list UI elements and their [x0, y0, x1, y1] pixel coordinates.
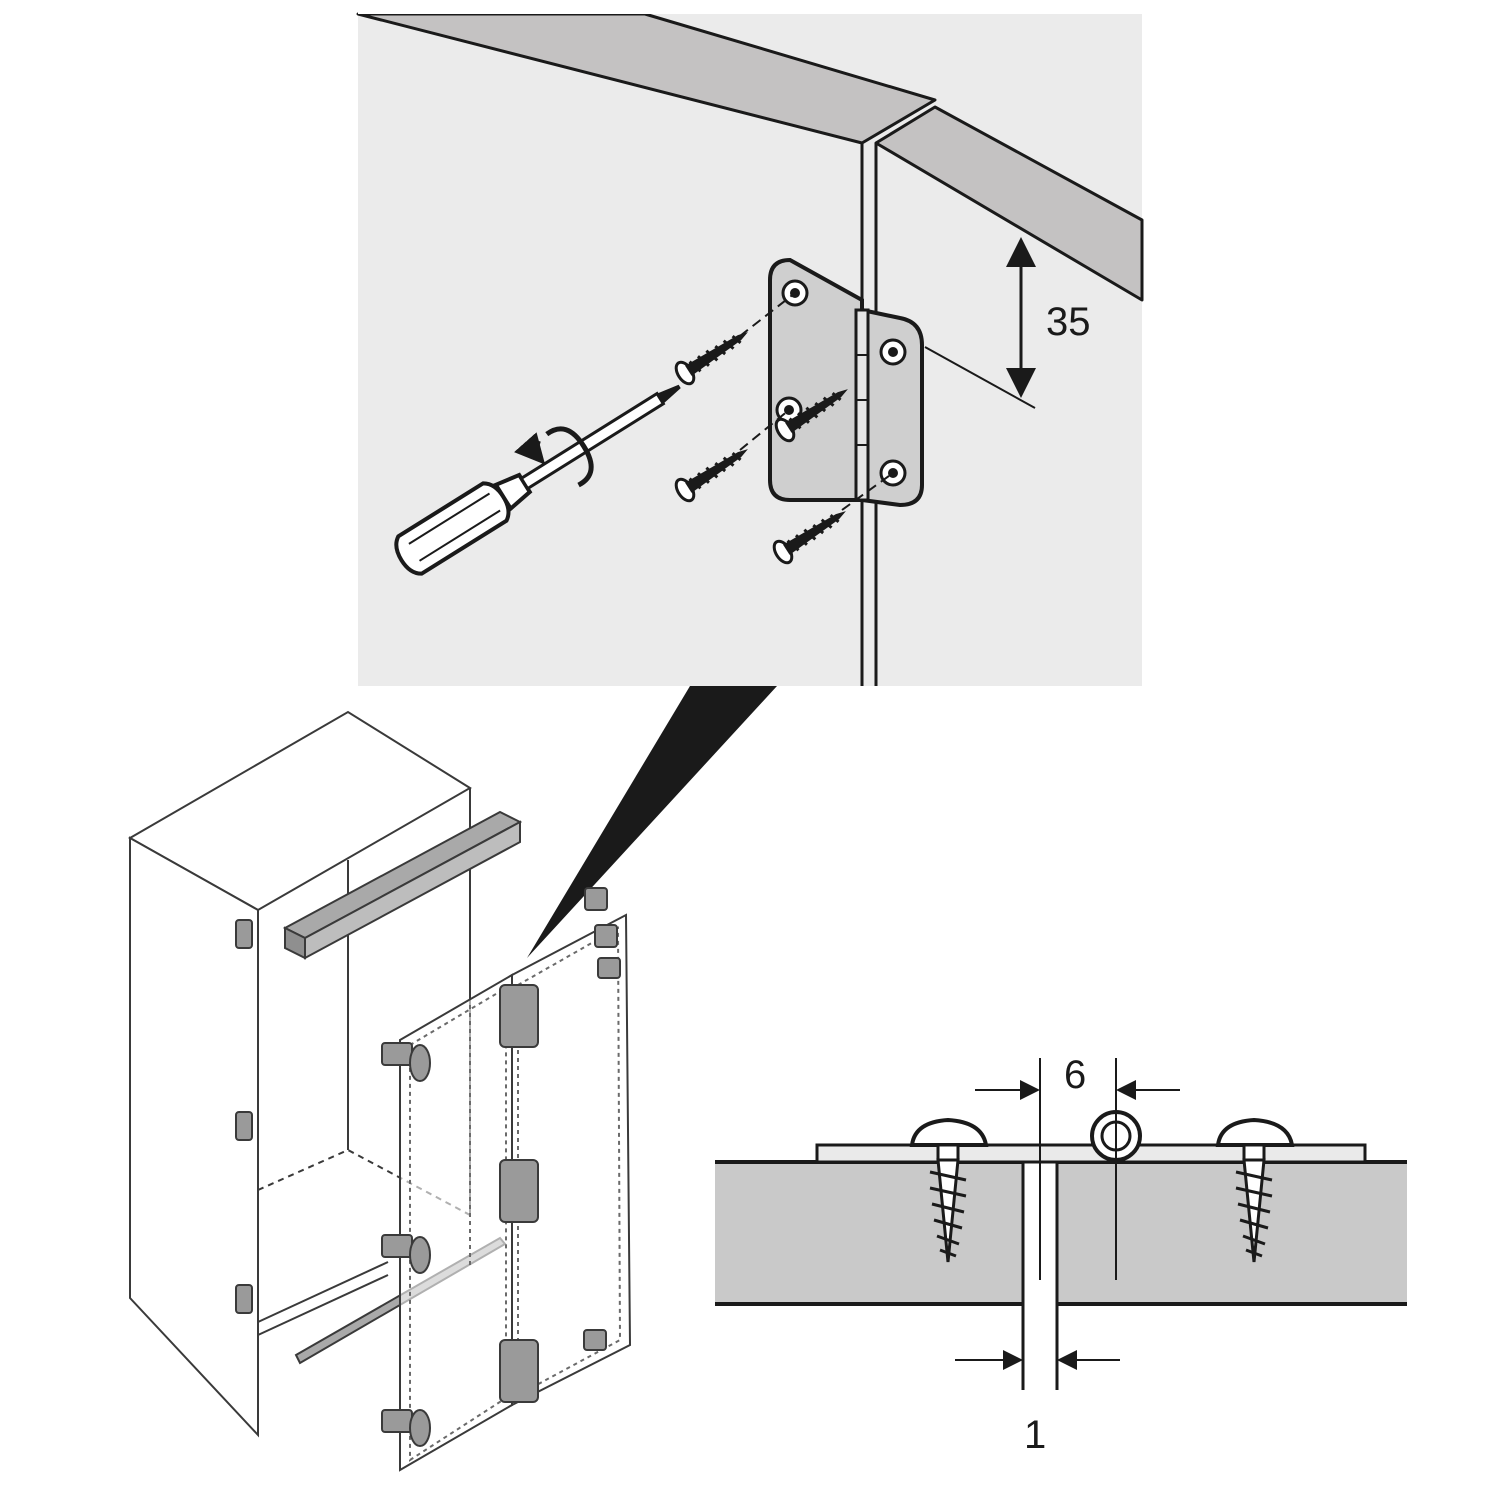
screw-hole [879, 459, 907, 487]
cabinet-hinge-mount [235, 919, 253, 1314]
door-fitting [381, 887, 621, 1447]
section-board-right [1057, 1162, 1407, 1304]
door-hinge [499, 984, 539, 1403]
section-board-left [715, 1162, 1023, 1304]
section-screw [1215, 1117, 1295, 1263]
alignment-lines [739, 292, 894, 511]
callout-pointer [527, 686, 777, 958]
height-dimension: 35 [924, 237, 1091, 409]
dimension-label-35: 35 [1046, 300, 1091, 344]
cabinet-view [127, 710, 632, 1472]
gap-dimension: 1 [955, 1350, 1120, 1457]
screw [674, 332, 748, 386]
top-rail [282, 810, 523, 960]
detail-view: 35 [356, 0, 1144, 686]
screw-hole [879, 338, 907, 366]
cross-section-view: 6 1 [715, 1053, 1407, 1457]
pin-dimension: 6 [975, 1053, 1180, 1280]
door-right [511, 913, 632, 1407]
screw [772, 511, 846, 565]
dimension-label-1: 1 [1024, 1413, 1046, 1457]
section-hinge-leaf [815, 1143, 1367, 1164]
screw [774, 389, 848, 443]
screwdriver-icon [394, 384, 681, 576]
screw [674, 449, 748, 503]
hinge-knuckle [854, 308, 870, 502]
right-board-top-edge [874, 105, 1144, 302]
dimension-label-6: 6 [1064, 1053, 1086, 1097]
section-screw [909, 1117, 989, 1263]
